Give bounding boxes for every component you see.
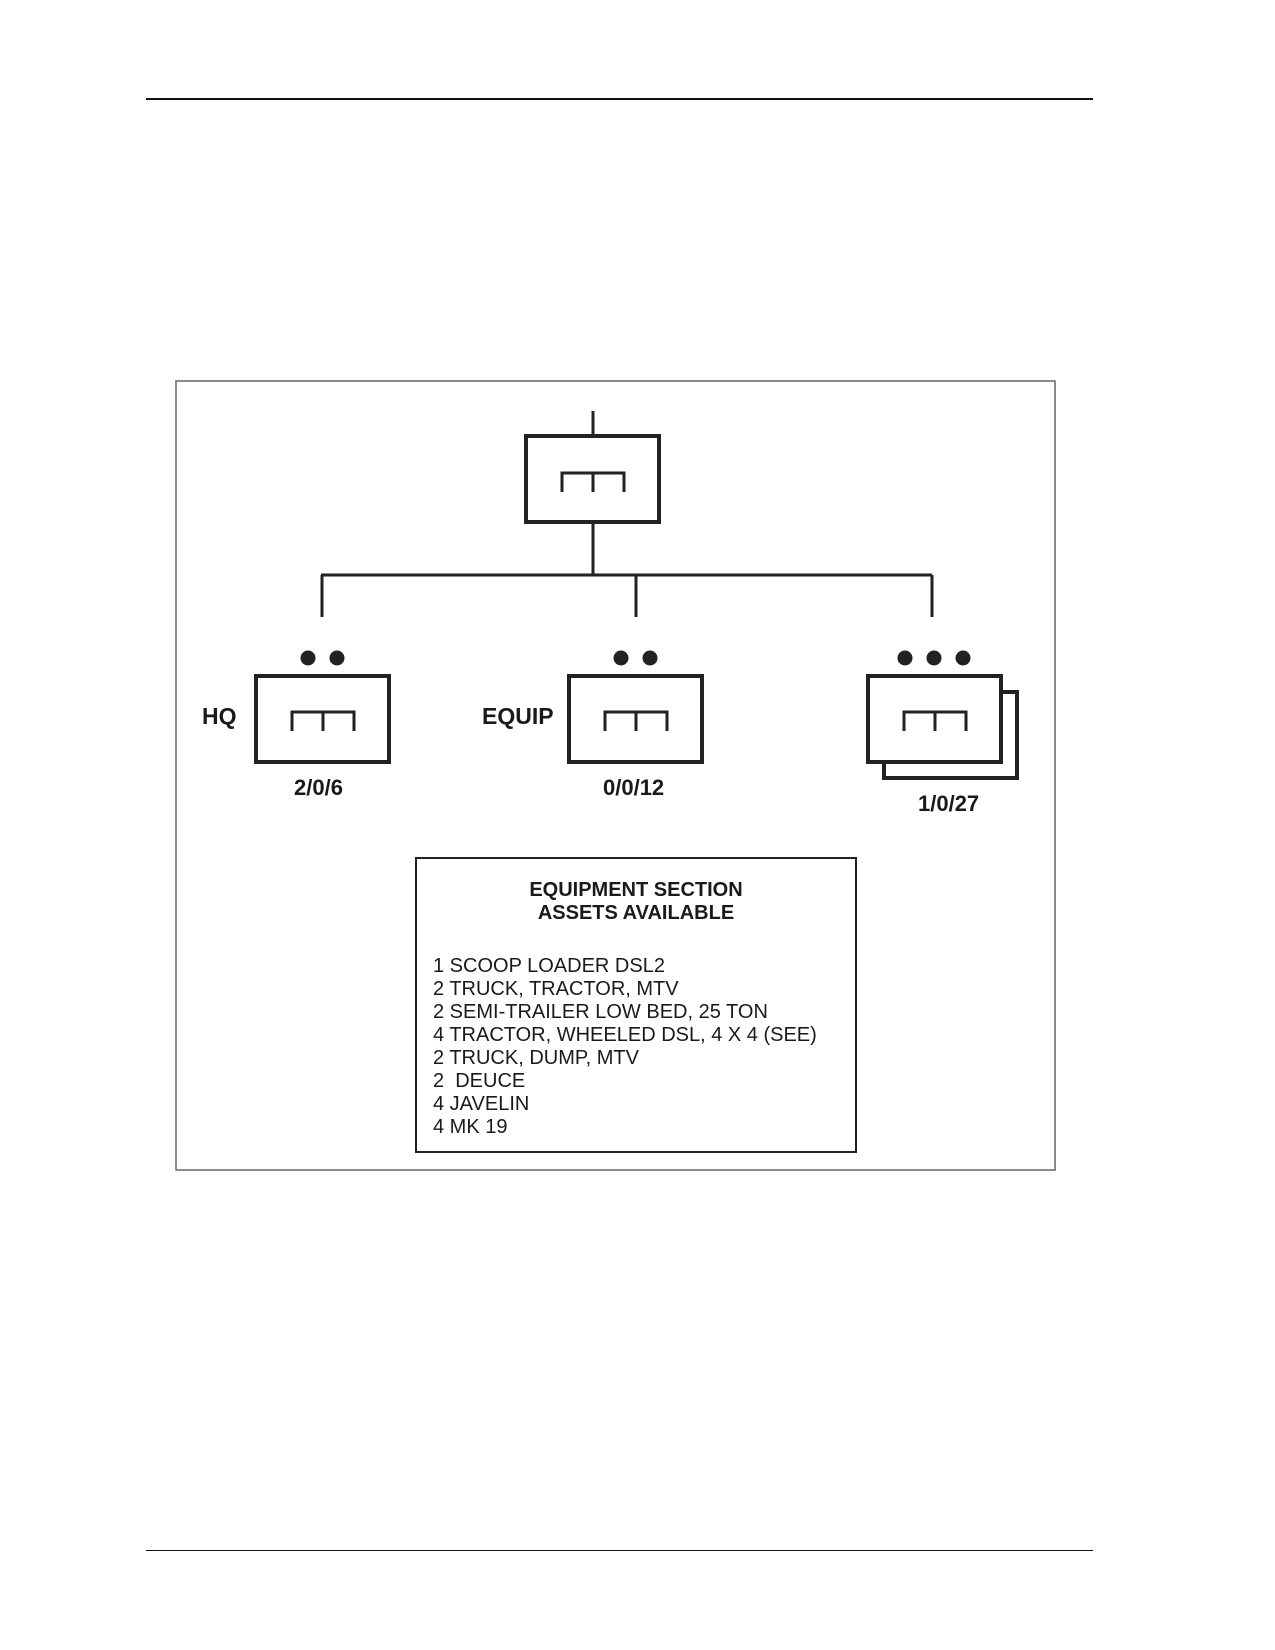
- asset-item: 2 TRUCK, DUMP, MTV: [433, 1047, 639, 1069]
- equip-unit-symbol: [567, 650, 704, 764]
- assets-title-line1: EQUIPMENT SECTION: [529, 879, 743, 901]
- page-header-rule: [146, 98, 1093, 100]
- asset-item: 1 SCOOP LOADER DSL2: [433, 955, 665, 977]
- engineer-icon: [560, 471, 626, 492]
- assets-title-line2: ASSETS AVAILABLE: [537, 902, 735, 924]
- size-dot: [897, 650, 913, 666]
- asset-item: 2 TRUCK, TRACTOR, MTV: [433, 978, 679, 1000]
- assets-available-box: EQUIPMENT SECTION ASSETS AVAILABLE 1 SCO…: [415, 857, 857, 1153]
- asset-item: 4 JAVELIN: [433, 1093, 530, 1115]
- asset-item: 4 TRACTOR, WHEELED DSL, 4 X 4 (SEE): [433, 1024, 817, 1046]
- platoons-unit-symbol: [866, 650, 1019, 780]
- engineer-icon: [290, 710, 356, 731]
- hq-label: HQ: [202, 703, 237, 729]
- asset-item: 2 DEUCE: [433, 1070, 526, 1092]
- page-footer-rule: [146, 1550, 1093, 1551]
- size-dot: [926, 650, 942, 666]
- size-dot: [642, 650, 658, 666]
- asset-item: 2 SEMI-TRAILER LOW BED, 25 TON: [433, 1001, 768, 1023]
- hq-strength: 2/0/6: [294, 775, 343, 800]
- org-connector-lines: [320, 522, 934, 617]
- asset-item: 4 MK 19: [433, 1116, 508, 1138]
- engineer-icon: [603, 710, 669, 731]
- equip-strength: 0/0/12: [603, 775, 665, 800]
- size-dot: [329, 650, 345, 666]
- engineer-icon: [902, 710, 968, 731]
- size-dot: [613, 650, 629, 666]
- equip-label: EQUIP: [482, 703, 554, 729]
- size-dot: [955, 650, 971, 666]
- size-dot: [300, 650, 316, 666]
- hq-unit-symbol: [254, 650, 391, 764]
- assets-list: 1 SCOOP LOADER DSL2 2 TRUCK, TRACTOR, MT…: [433, 955, 817, 1139]
- platoons-strength: 1/0/27: [918, 791, 980, 816]
